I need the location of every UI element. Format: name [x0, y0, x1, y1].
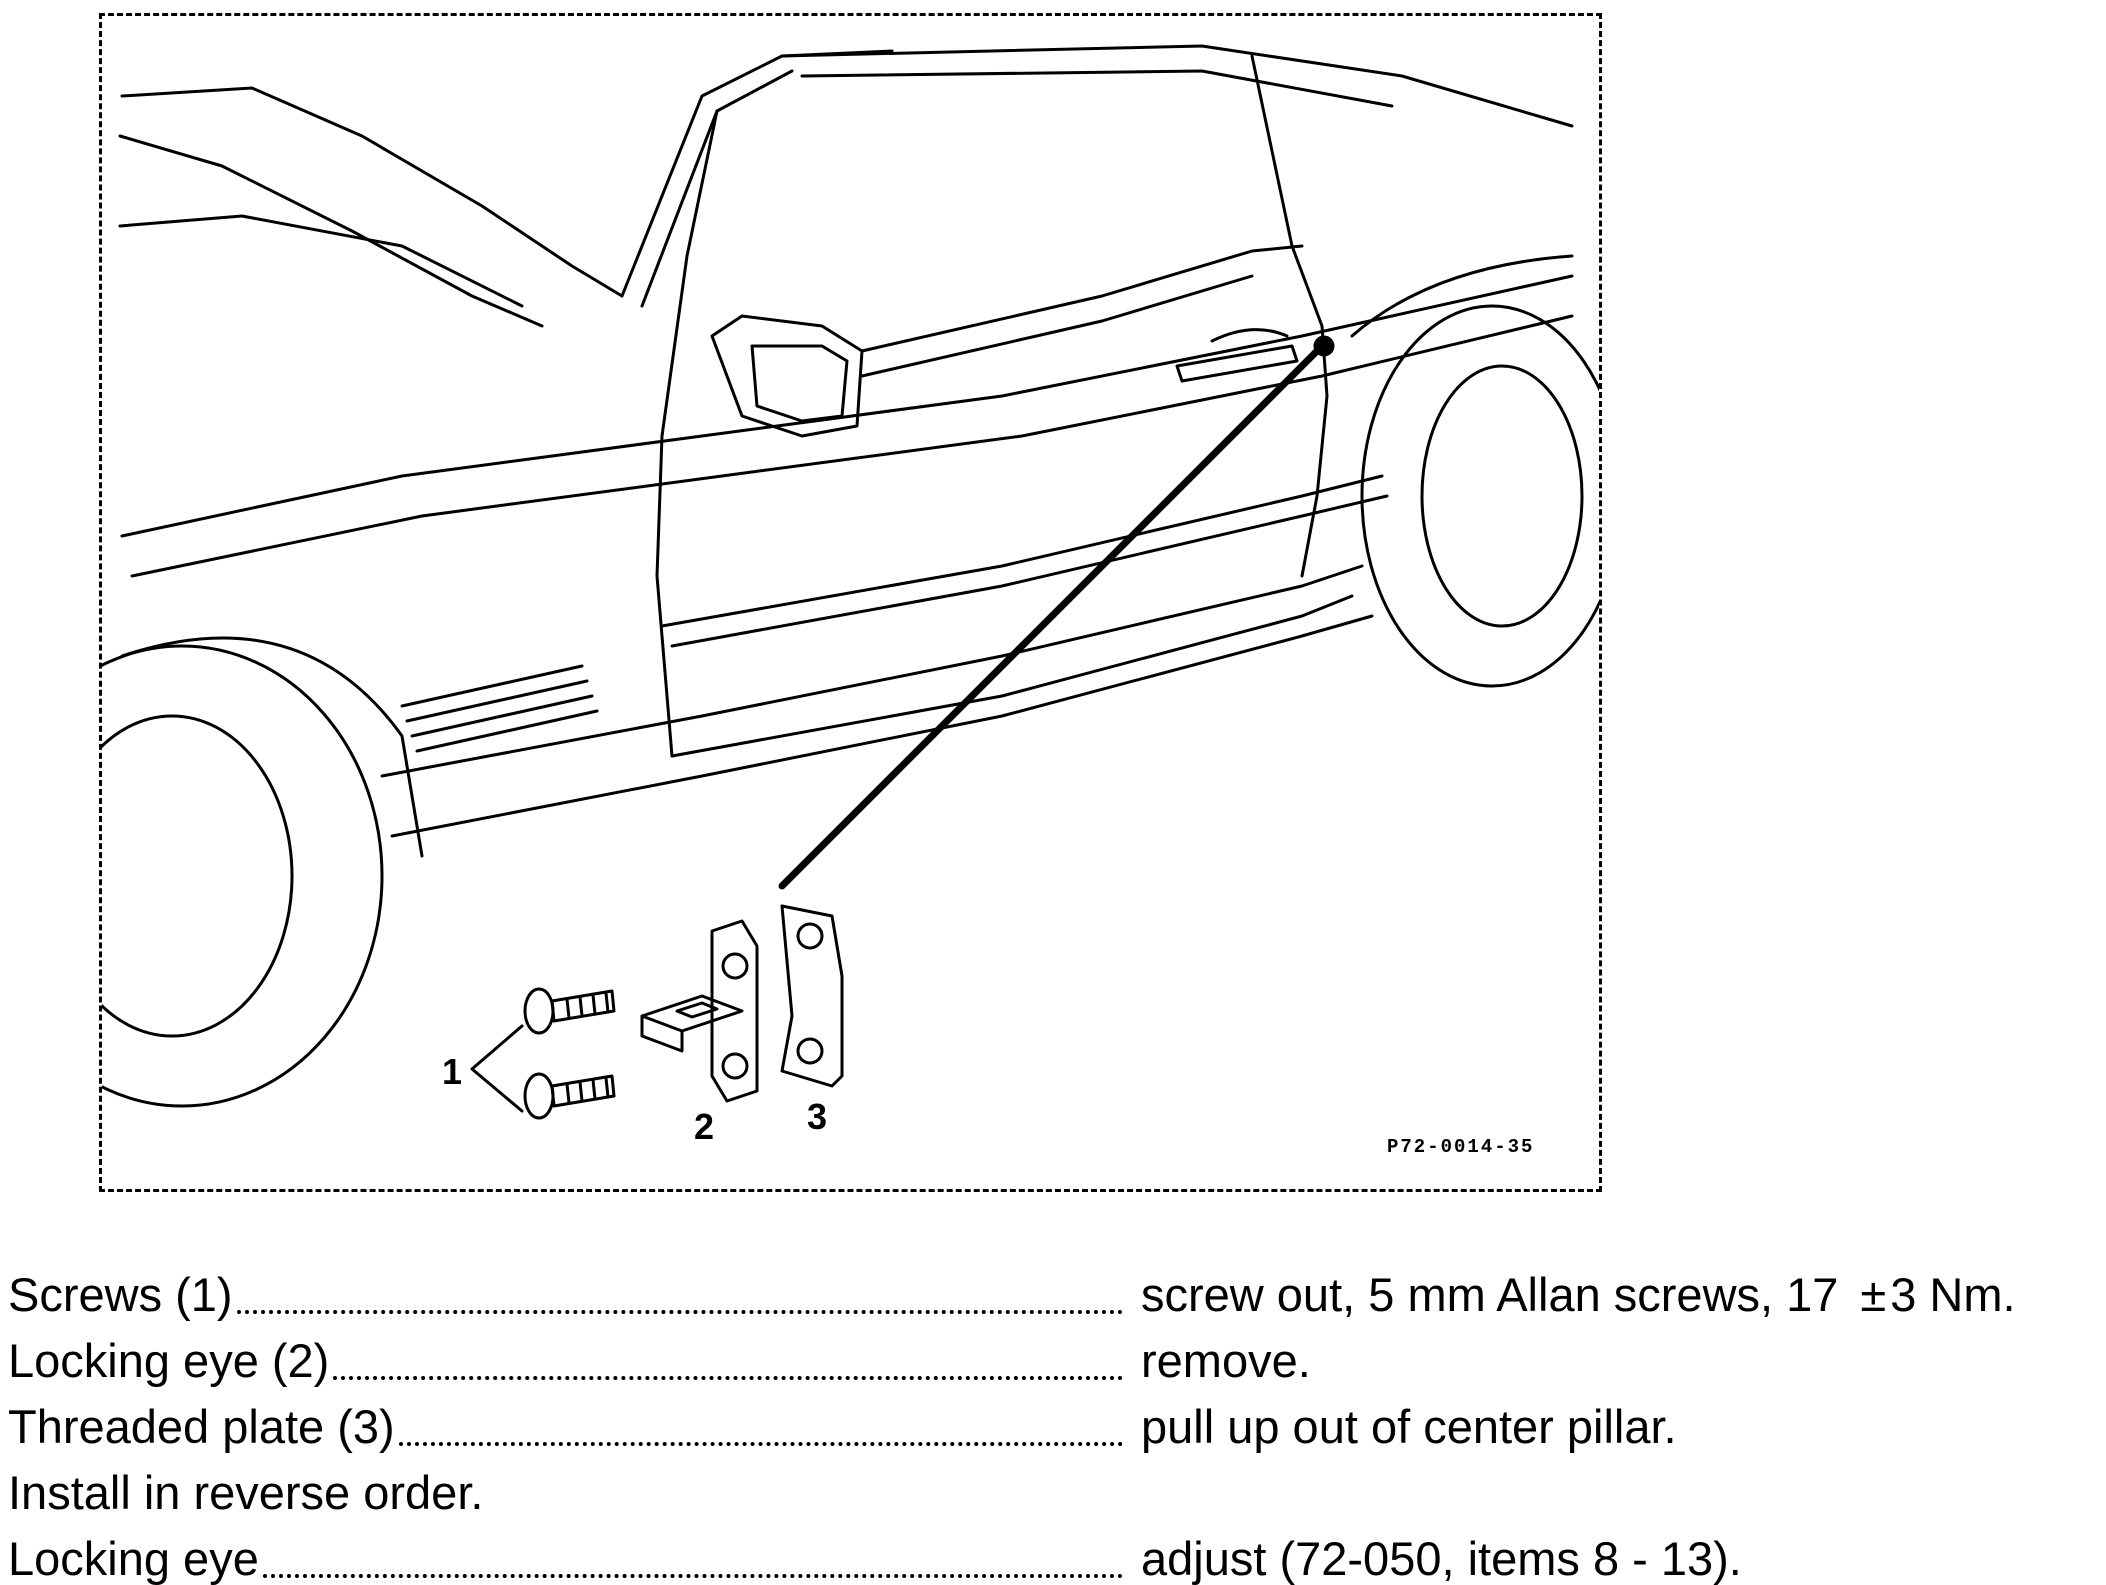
step-row: Install in reverse order. — [8, 1450, 2098, 1516]
step-label: Screws (1) — [8, 1268, 233, 1321]
locking-eye-part — [640, 919, 759, 1103]
rear-wheel-rim — [1420, 364, 1584, 628]
step-label-area: Locking eye — [8, 1535, 1133, 1582]
sill-lower — [390, 614, 1374, 838]
part-label-1: 1 — [442, 1051, 463, 1092]
step-action: adjust (72-050, items 8 - 13). — [1141, 1532, 1742, 1585]
vent-1 — [400, 664, 584, 708]
door-top — [860, 244, 1304, 353]
illustration-frame: 1 2 3 P72-0014-35 — [99, 13, 1602, 1192]
step-row: Locking eye adjust (72-050, items 8 - 13… — [8, 1516, 2098, 1582]
pointer-line — [778, 342, 1326, 890]
rear-wheel — [1360, 304, 1599, 688]
hood-line-inner — [118, 134, 544, 328]
step-action: screw out, 5 mm Allan screws, 17 — [1141, 1268, 1839, 1321]
screw-upper — [523, 987, 616, 1035]
hood-line — [120, 86, 624, 298]
step-label-area: Threaded plate (3) — [8, 1403, 1133, 1450]
sill-line — [380, 564, 1364, 778]
dot-leader — [398, 1442, 1123, 1446]
step-label: Locking eye (2) — [8, 1334, 330, 1387]
front-wheel-rim — [102, 714, 294, 1038]
step-label: Install in reverse order. — [8, 1466, 484, 1519]
vent-4 — [415, 709, 599, 753]
step-label: Locking eye — [8, 1532, 259, 1585]
part-label-3: 3 — [807, 1096, 828, 1137]
windshield-left — [620, 49, 894, 298]
car-door-illustration — [102, 44, 1599, 1120]
mirror-inner — [750, 344, 849, 423]
striker-point — [1313, 335, 1335, 357]
plus-minus-symbol: ± — [1860, 1268, 1887, 1321]
step-row: Threaded plate (3) pull up out of center… — [8, 1384, 2098, 1450]
step-label: Threaded plate (3) — [8, 1400, 395, 1453]
vent-3 — [410, 694, 594, 738]
mirror — [710, 314, 864, 438]
dot-leader — [262, 1574, 1123, 1578]
procedure-steps: Screws (1) screw out, 5 mm Allan screws,… — [8, 1252, 2098, 1582]
door-front-edge — [655, 109, 719, 758]
body-belt-line — [120, 274, 1574, 538]
door-bottom — [670, 594, 1354, 758]
screw-lower — [523, 1072, 616, 1120]
step-label-area: Screws (1) — [8, 1271, 1133, 1318]
front-wheel — [102, 644, 384, 1108]
body-belt-line-2 — [130, 314, 1574, 578]
step-row: Screws (1) screw out, 5 mm Allan screws,… — [8, 1252, 2098, 1318]
fender-top — [118, 214, 524, 308]
leader-1 — [470, 1024, 524, 1113]
step-label-area: Locking eye (2) — [8, 1337, 1133, 1384]
door-handle-recess — [1210, 328, 1289, 343]
step-action: pull up out of center pillar. — [1141, 1400, 1677, 1453]
side-molding-2 — [670, 494, 1389, 648]
rear-wheel-arch — [1350, 254, 1574, 338]
roof-line-2 — [800, 69, 1394, 108]
door-window-line — [860, 274, 1254, 378]
door-rear-edge — [1250, 54, 1329, 578]
step-action: remove. — [1141, 1334, 1311, 1387]
step-action-tail: 3 Nm. — [1890, 1268, 2016, 1321]
dot-leader — [333, 1376, 1123, 1380]
threaded-plate-part — [780, 904, 844, 1088]
side-molding — [660, 474, 1384, 628]
part-label-2: 2 — [694, 1106, 715, 1147]
door-handle — [1175, 344, 1299, 383]
step-row: Locking eye (2) remove. — [8, 1318, 2098, 1384]
dot-leader — [236, 1310, 1123, 1314]
vent-2 — [405, 679, 589, 723]
roof-line — [780, 44, 1574, 128]
front-wheel-arch — [120, 636, 424, 858]
figure-code: P72-0014-35 — [1387, 1136, 1535, 1158]
